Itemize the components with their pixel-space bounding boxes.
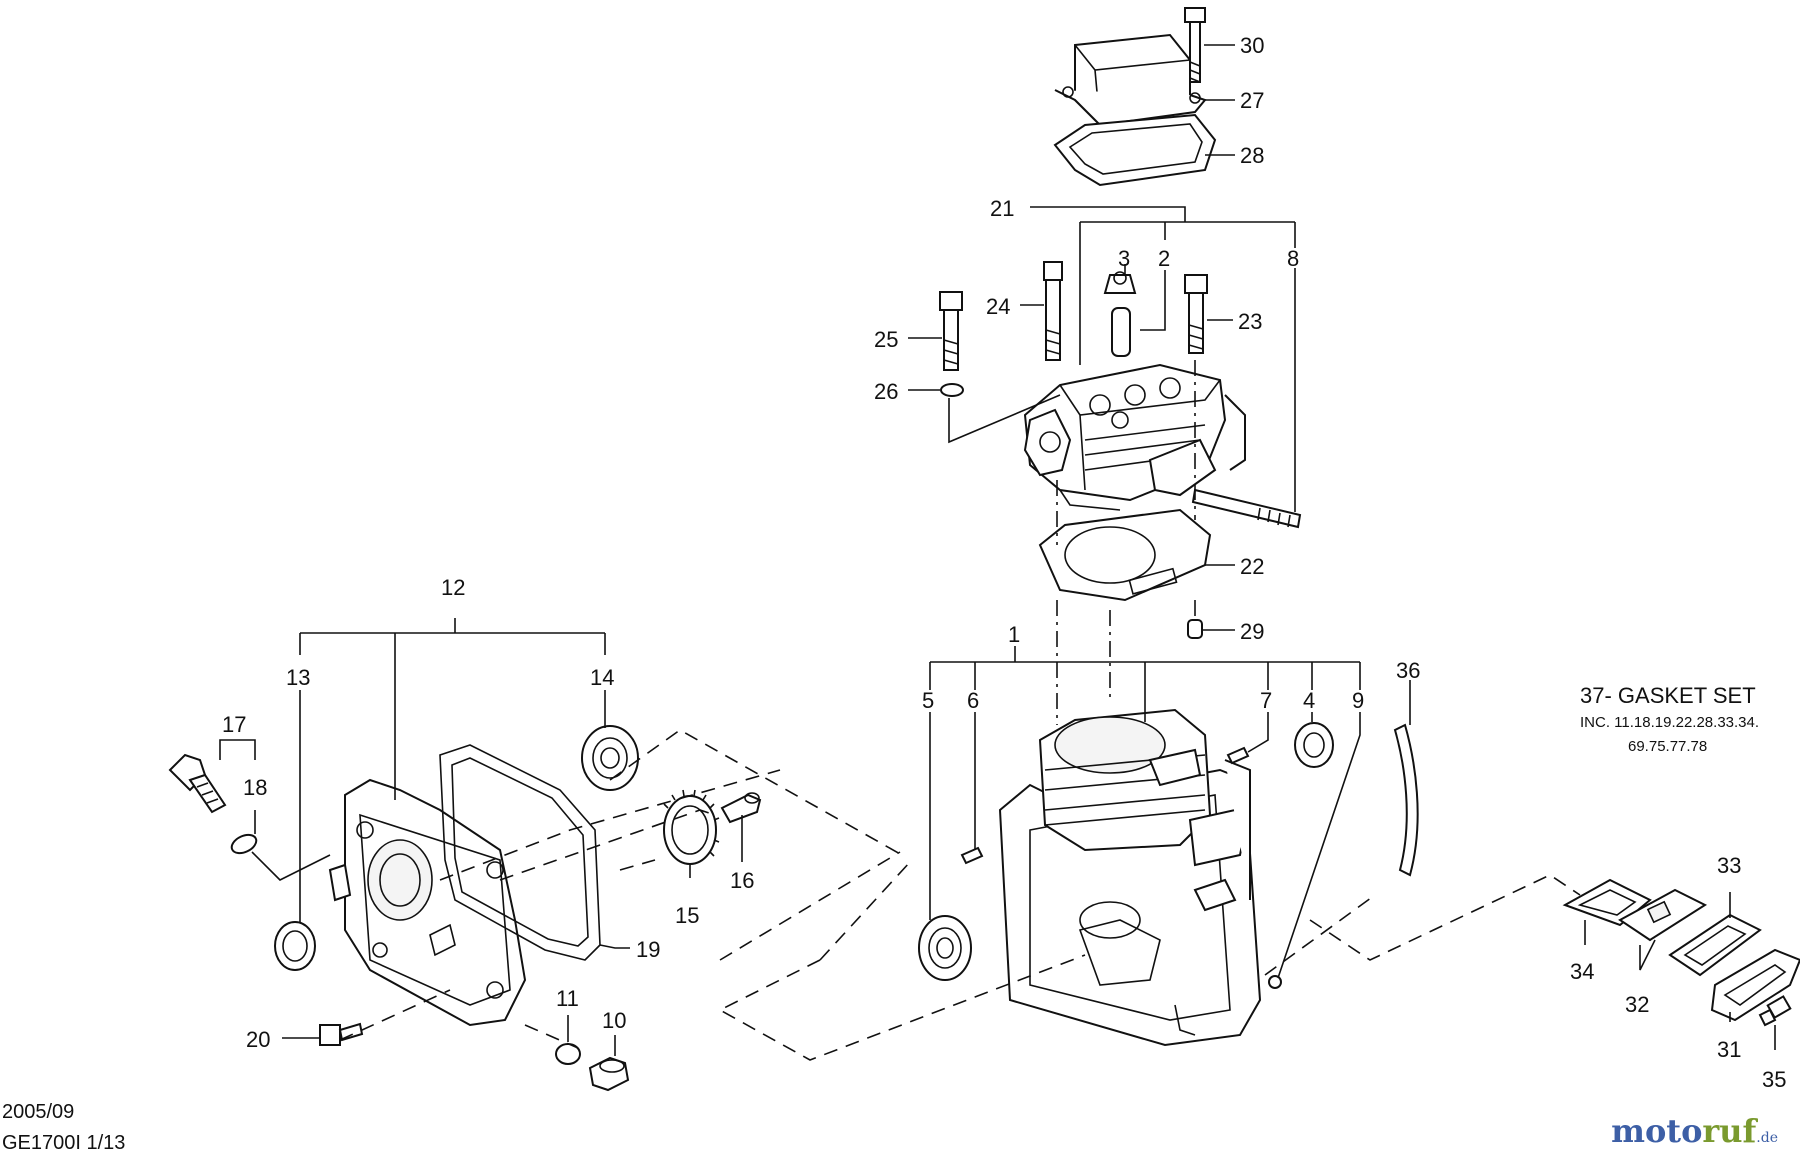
part-pin-6 xyxy=(960,846,984,865)
callout-27: 27 xyxy=(1240,88,1264,113)
callout-26: 26 xyxy=(874,379,898,404)
callout-25: 25 xyxy=(874,327,898,352)
part-gasket-34 xyxy=(1562,878,1652,927)
part-oil-seal-4 xyxy=(1294,722,1334,768)
part-plug-9 xyxy=(1268,975,1282,989)
part-gear-shaft-16 xyxy=(720,792,762,824)
footer-model-page: GE1700I 1/13 xyxy=(2,1132,125,1154)
part-cover-gasket xyxy=(1053,113,1217,187)
callout-10: 10 xyxy=(602,1008,626,1033)
part-reed-plate-32 xyxy=(1618,888,1708,942)
brand-name-b: ruf xyxy=(1702,1112,1757,1150)
gasket-set-note: 37- GASKET SET INC. 11.18.19.22.28.33.34… xyxy=(1580,683,1759,755)
part-oil-filler-cap xyxy=(168,753,227,814)
part-cover-bolt xyxy=(1184,7,1206,83)
part-dowel xyxy=(1187,619,1203,639)
callout-35: 35 xyxy=(1762,1067,1786,1092)
part-gasket-33 xyxy=(1668,913,1762,977)
callout-24: 24 xyxy=(986,294,1010,319)
callout-34: 34 xyxy=(1570,959,1594,984)
part-valve-cover xyxy=(1054,33,1207,127)
callout-21: 21 xyxy=(990,196,1014,221)
part-bearing-14 xyxy=(581,725,639,791)
part-cylinder-head xyxy=(1023,363,1246,511)
callout-17: 17 xyxy=(222,712,246,737)
part-bolt-20 xyxy=(319,1022,364,1046)
callout-19: 19 xyxy=(636,937,660,962)
part-pin-7 xyxy=(1226,746,1250,765)
callout-2: 2 xyxy=(1158,246,1170,271)
callout-22: 22 xyxy=(1240,554,1264,579)
part-seal-13 xyxy=(274,921,316,971)
callout-16: 16 xyxy=(730,868,754,893)
callout-20: 20 xyxy=(246,1027,270,1052)
callout-14: 14 xyxy=(590,665,614,690)
callout-8: 8 xyxy=(1287,246,1299,271)
part-breather-tube xyxy=(1393,723,1419,877)
part-valve-guide xyxy=(1111,307,1131,357)
callout-11: 11 xyxy=(556,986,579,1011)
part-head-bolt-25 xyxy=(939,291,963,371)
part-bearing-5 xyxy=(918,915,972,981)
brand-name-a: moto xyxy=(1611,1112,1703,1150)
brand-tld: .de xyxy=(1756,1130,1778,1146)
gasket-set-title: 37- GASKET SET xyxy=(1580,683,1756,708)
callout-9: 9 xyxy=(1352,688,1364,713)
part-head-bolt-23 xyxy=(1184,274,1208,354)
callout-28: 28 xyxy=(1240,143,1264,168)
callout-12: 12 xyxy=(441,575,465,600)
callout-31: 31 xyxy=(1717,1037,1741,1062)
callout-6: 6 xyxy=(967,688,979,713)
callout-labels: 30 27 28 21 3 2 8 24 23 25 26 22 29 1 5 … xyxy=(222,33,1786,1092)
brand-logo: motoruf.de xyxy=(1611,1112,1778,1150)
callout-13: 13 xyxy=(286,665,310,690)
part-governor-gear xyxy=(663,789,720,865)
part-stud xyxy=(1191,488,1302,529)
gasket-set-line1: INC. 11.18.19.22.28.33.34. xyxy=(1580,714,1759,731)
footer-date: 2005/09 xyxy=(2,1101,74,1123)
callout-1: 1 xyxy=(1008,622,1020,647)
part-washer xyxy=(940,383,964,397)
part-crankcase-cover xyxy=(328,778,527,1027)
callout-32: 32 xyxy=(1625,992,1649,1017)
part-cover-31 xyxy=(1710,948,1800,1022)
part-head-gasket xyxy=(1038,508,1212,602)
part-head-stud-24 xyxy=(1043,261,1063,361)
gasket-set-line2: 69.75.77.78 xyxy=(1628,738,1707,755)
part-drain-plug-10 xyxy=(588,1056,630,1092)
part-o-ring-18 xyxy=(230,833,258,855)
callout-18: 18 xyxy=(243,775,267,800)
callout-4: 4 xyxy=(1303,688,1315,713)
part-bolt-35 xyxy=(1758,995,1792,1027)
callout-36: 36 xyxy=(1396,658,1420,683)
leader-lines xyxy=(219,44,1776,1056)
callout-29: 29 xyxy=(1240,619,1264,644)
callout-30: 30 xyxy=(1240,33,1264,58)
callout-33: 33 xyxy=(1717,853,1741,878)
part-cover-gasket-19 xyxy=(439,744,601,961)
callout-15: 15 xyxy=(675,903,699,928)
callout-3: 3 xyxy=(1118,246,1130,271)
callout-5: 5 xyxy=(922,688,934,713)
callout-23: 23 xyxy=(1238,309,1262,334)
part-cylinder-block xyxy=(998,708,1262,1047)
callout-7: 7 xyxy=(1260,688,1272,713)
